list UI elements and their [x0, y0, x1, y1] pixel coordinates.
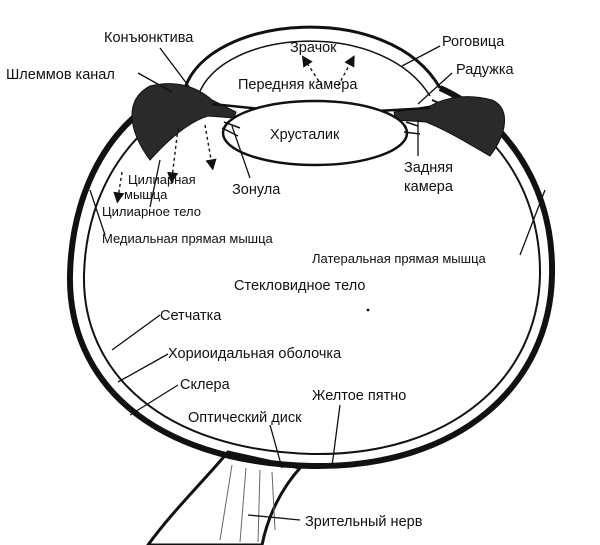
label-ciliary-muscle-1: Цилиарная: [128, 172, 196, 187]
retina-layer: [82, 97, 542, 456]
label-anterior-chamber: Передняя камера: [238, 77, 358, 93]
label-vitreous-body: Стекловидное тело: [234, 278, 365, 294]
label-retina: Сетчатка: [160, 308, 222, 324]
label-ciliary-body: Цилиарное тело: [102, 204, 201, 219]
label-zonule: Зонула: [232, 182, 281, 198]
label-ciliary-muscle-2: мышца: [124, 187, 168, 202]
label-medial-rectus: Медиальная прямая мышца: [102, 231, 274, 246]
label-macula: Желтое пятно: [312, 388, 406, 404]
label-pupil: Зрачок: [290, 40, 337, 56]
zonule-fibers: [221, 121, 421, 137]
optic-nerve-texture: [219, 464, 276, 543]
arrow-up-right: [337, 55, 355, 87]
optic-nerve-shape: [146, 450, 303, 545]
label-schlemm-canal: Шлеммов канал: [6, 67, 115, 83]
label-conjunctiva: Конъюнктива: [104, 30, 194, 46]
cornea-inner: [197, 40, 431, 97]
label-optic-nerve: Зрительный нерв: [305, 514, 423, 530]
arrow-ciliary-2: [204, 124, 217, 171]
ciliary-body-left: [131, 83, 237, 161]
label-lens: Хрусталик: [270, 127, 340, 143]
arrow-up-left: [301, 55, 323, 87]
label-choroid: Хориоидальная оболочка: [168, 346, 342, 362]
vitreous-dot: [366, 308, 370, 312]
label-cornea: Роговица: [442, 34, 505, 50]
ciliary-body-right: [393, 96, 505, 157]
label-iris: Радужка: [456, 62, 514, 78]
sclera-outer: [66, 85, 556, 470]
arrow-ciliary-3: [113, 171, 125, 204]
label-posterior-chamber-2: камера: [404, 179, 454, 195]
label-sclera: Склера: [180, 377, 231, 393]
label-posterior-chamber-1: Задняя: [404, 160, 453, 176]
label-optic-disc: Оптический диск: [188, 410, 302, 426]
label-lateral-rectus: Латеральная прямая мышца: [312, 251, 487, 266]
leader-lines: [89, 45, 546, 521]
cornea-shape: [183, 25, 442, 89]
arrow-ciliary-1: [167, 127, 179, 184]
